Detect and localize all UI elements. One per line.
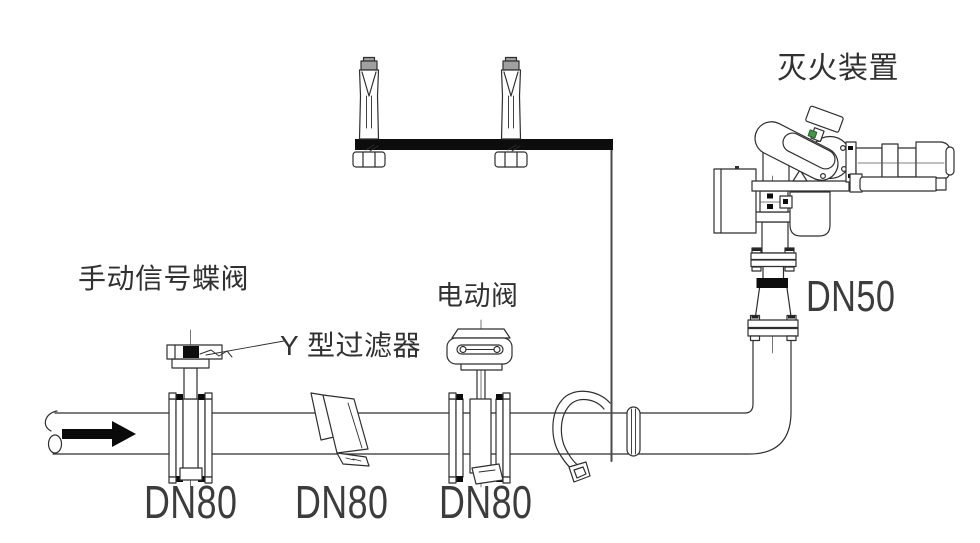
expansion-bolt-left [358, 56, 380, 140]
y-type-strainer [310, 392, 370, 467]
flow-arrow-icon [62, 421, 136, 447]
dn50-label: DN50 [806, 272, 896, 321]
pipe-coupling-ring [626, 406, 641, 457]
manual-valve-label: 手动信号蝶阀 [78, 263, 250, 294]
main-pipe-dn80 [52, 266, 793, 455]
pipe-break-symbol-icon [44, 410, 63, 454]
electric-butterfly-valve [446, 319, 513, 488]
dn80-label-3: DN80 [439, 476, 533, 528]
expansion-bolt-right [500, 56, 522, 140]
leader-line [205, 340, 285, 356]
dn80-label-1: DN80 [144, 476, 238, 528]
manual-signal-butterfly-valve [166, 329, 233, 488]
hex-nut-left [352, 144, 386, 168]
riser-pipe-dn50 [747, 278, 799, 342]
ceiling-anchor-plate [355, 139, 613, 150]
dn80-label-2: DN80 [295, 476, 389, 528]
fire-monitor [713, 105, 955, 272]
green-mark-icon [807, 129, 818, 139]
electric-valve-label: 电动阀 [436, 281, 519, 311]
y-filter-label: Y 型过滤器 [280, 330, 421, 361]
pipe-clamp [552, 390, 611, 483]
fire-device-label: 灭火装置 [777, 52, 899, 85]
hex-nut-right [494, 144, 528, 168]
